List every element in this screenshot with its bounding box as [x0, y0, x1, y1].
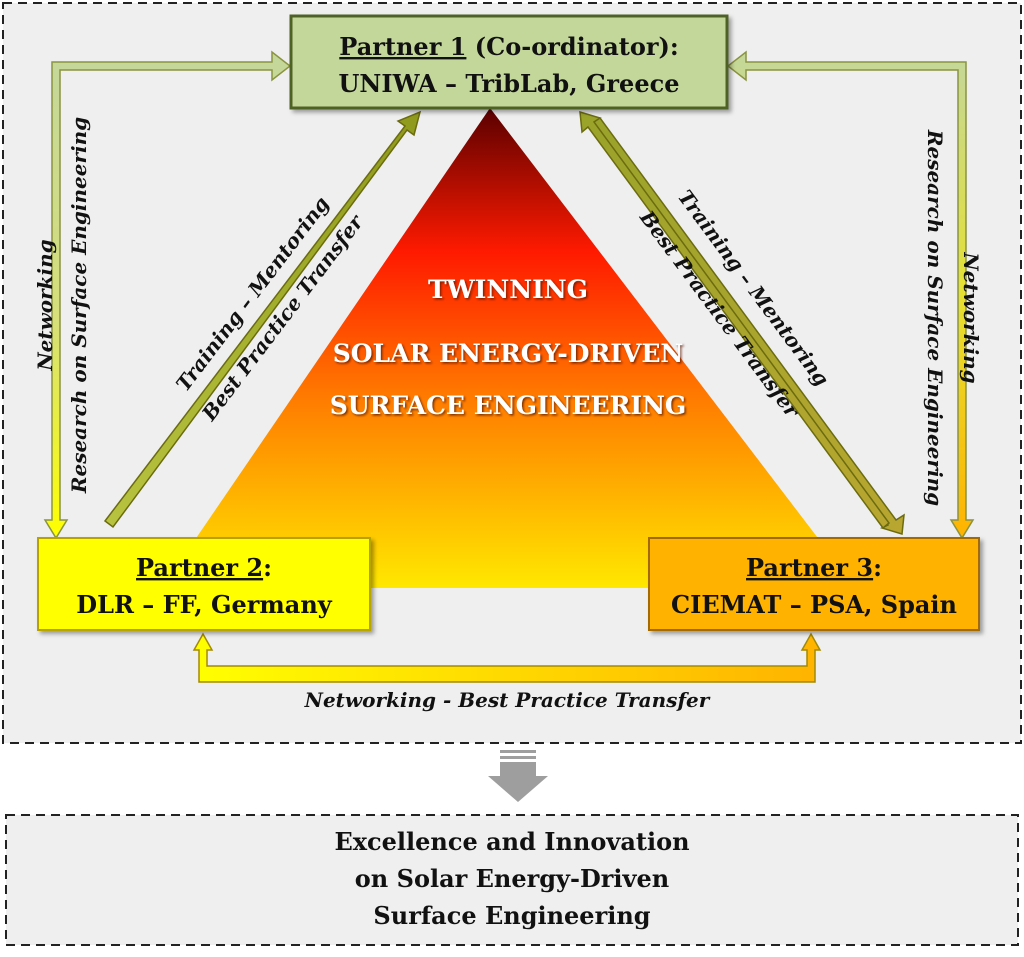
triangle-line1: TWINNING — [428, 275, 588, 304]
partner2-title: Partner 2 — [136, 553, 263, 582]
outcome-box — [5, 814, 1019, 946]
partner2-box — [37, 537, 371, 631]
triangle-line2: SOLAR ENERGY-DRIVEN — [333, 339, 684, 368]
right-outer-label-2: Research on Surface Engineering — [923, 129, 947, 506]
triangle-line3: SURFACE ENGINEERING — [330, 391, 687, 420]
down-arrow-icon — [488, 750, 548, 802]
outcome-line1: Excellence and Innovation — [334, 827, 689, 856]
left-outer-label-1: Networking — [33, 239, 57, 371]
partner1-box — [289, 14, 729, 110]
bottom-connector-label: Networking - Best Practice Transfer — [304, 688, 711, 712]
partner1-name: UNIWA – TribLab, Greece — [339, 69, 680, 98]
partner3-title: Partner 3 — [746, 553, 873, 582]
right-diagonal-arrow — [579, 110, 905, 535]
partner3-name: CIEMAT – PSA, Spain — [671, 590, 957, 619]
partner2-title-line: Partner 2: — [136, 553, 272, 582]
partner3-title-line: Partner 3: — [746, 553, 882, 582]
twinning-triangle — [162, 108, 856, 588]
partner1-subtitle: (Co-ordinator): — [466, 32, 678, 61]
left-outer-label-2: Research on Surface Engineering — [67, 117, 91, 494]
right-outer-label-1: Networking — [959, 251, 983, 383]
outcome-line2: on Solar Energy-Driven — [355, 864, 669, 893]
outcome-line3: Surface Engineering — [373, 901, 650, 930]
partner1-title-line: Partner 1 (Co-ordinator): — [339, 32, 678, 61]
left-diagonal-arrow — [103, 110, 422, 529]
partner2-name: DLR – FF, Germany — [76, 590, 333, 619]
bottom-connector-arrow — [192, 632, 822, 683]
partner3-box — [648, 537, 980, 631]
partner1-title: Partner 1 — [339, 32, 466, 61]
